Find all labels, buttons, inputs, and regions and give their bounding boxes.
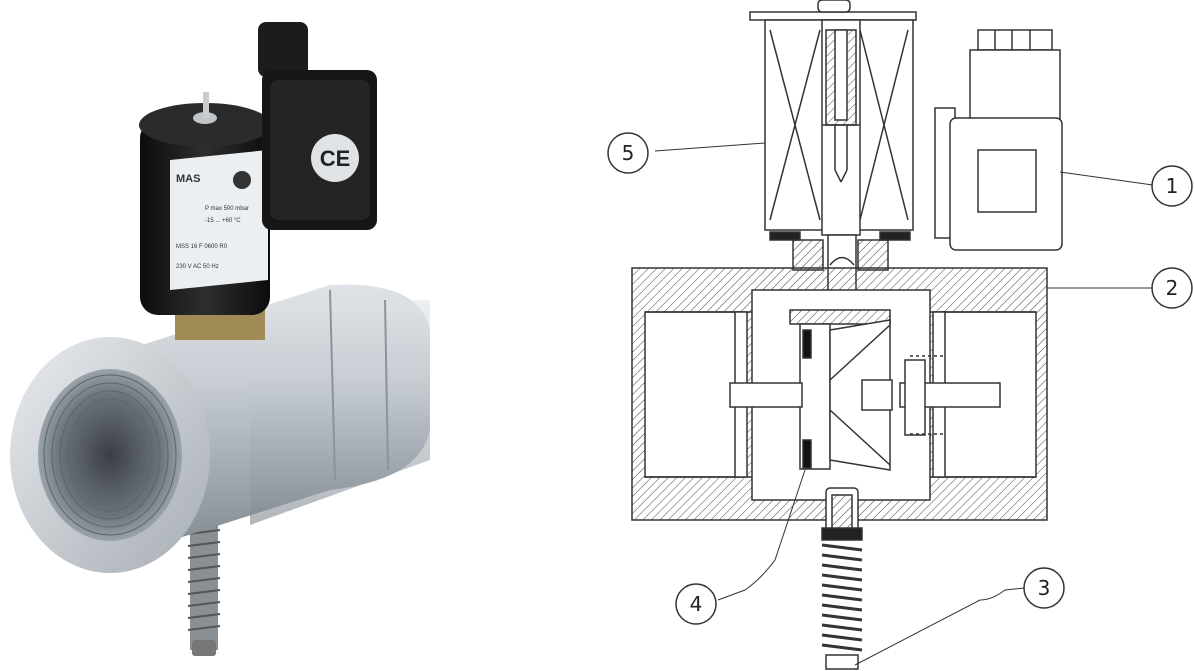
callouts: 5 1 2 3 4 [607, 132, 1193, 625]
photo-brand-label: MAS [176, 173, 200, 185]
callout-5-label: 5 [622, 141, 635, 165]
coil-photo: MAS P max 500 mbar -15 ... +60 °C MSS 16… [139, 92, 271, 315]
ce-mark: CE [320, 146, 351, 171]
callout-3: 3 [1023, 567, 1065, 609]
valve-photo: MAS P max 500 mbar -15 ... +60 °C MSS 16… [10, 22, 430, 656]
photo-label-line-3: MSS 16 F 0600 R0 [176, 244, 228, 250]
callout-1: 1 [1151, 165, 1193, 207]
callout-5: 5 [607, 132, 649, 174]
valve-disc-section [729, 309, 1001, 471]
coil-section [764, 19, 914, 241]
photo-label-line-4: 230 V AC 50 Hz [176, 264, 219, 270]
leader-lines [654, 142, 1155, 666]
top-plate [749, 11, 917, 21]
callout-2-label: 2 [1166, 276, 1179, 300]
callout-4: 4 [675, 583, 717, 625]
top-screw [817, 0, 851, 13]
callout-4-label: 4 [690, 592, 703, 616]
callout-3-label: 3 [1038, 576, 1051, 600]
cross-section-drawing [631, 0, 1155, 670]
connector-plug-photo: CE [258, 22, 377, 230]
connector-section [934, 29, 1063, 251]
photo-label-line-2: -15 ... +60 °C [205, 218, 241, 224]
callout-1-label: 1 [1166, 174, 1179, 198]
photo-label-line-1: P max 500 mbar [205, 206, 249, 212]
callout-2: 2 [1151, 267, 1193, 309]
valve-body-photo [10, 284, 430, 573]
bottom-spring-section [821, 487, 863, 670]
